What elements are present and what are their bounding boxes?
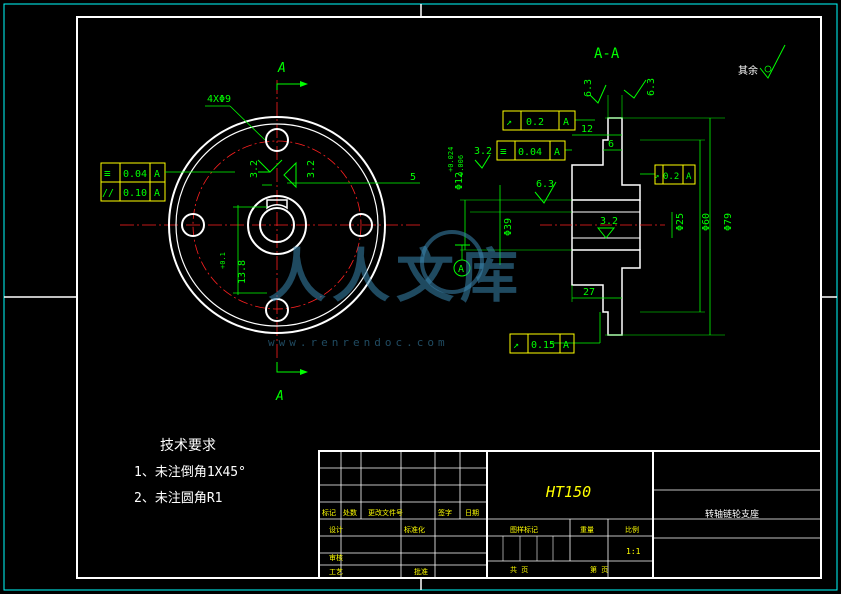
dim-w12: 12	[581, 124, 593, 135]
tolerance-frame-5	[654, 164, 696, 185]
tol-datum-6: A	[563, 340, 569, 351]
tol-datum-5: A	[686, 172, 692, 182]
roughness-front-1: 3.2	[249, 160, 260, 178]
tb-approve: 批准	[414, 567, 428, 576]
tol-value-1: 0.04	[123, 169, 147, 180]
tol-value-6: 0.15	[531, 340, 555, 351]
roughness-sec-3: 6.3	[536, 179, 554, 190]
tol-symbol-2: //	[102, 188, 114, 199]
watermark-text: 人人文库	[268, 242, 524, 310]
roughness-sec-5: 3.2	[474, 146, 492, 157]
tb-standard: 标准化	[404, 525, 425, 534]
tol-datum-1: A	[154, 169, 160, 180]
dim-w6: 6	[608, 139, 614, 150]
tol-value-2: 0.10	[123, 188, 147, 199]
section-mark-top: A	[277, 61, 286, 76]
tb-check: 审核	[329, 553, 343, 562]
hole-callout: 4XΦ9	[207, 94, 231, 105]
section-mark-bottom: A	[275, 389, 284, 404]
tech-item-2: 2、未注圆角R1	[134, 491, 222, 506]
section-title: A-A	[594, 46, 620, 62]
tol-symbol-3: ↗	[506, 117, 512, 128]
front-view	[120, 80, 420, 375]
watermark	[420, 230, 484, 294]
tb-label-count: 处数	[343, 508, 357, 517]
roughness-sec-2: 6.3	[646, 78, 657, 96]
watermark-url: www.renrendoc.com	[268, 336, 449, 349]
tech-title: 技术要求	[160, 438, 216, 454]
tol-value-5: 0.2	[663, 172, 679, 182]
tb-process: 工艺	[329, 568, 343, 576]
tol-datum-2: A	[154, 188, 160, 199]
dim-d25: Φ25	[675, 213, 686, 231]
dim-bore-tol-up: +0.024	[447, 147, 455, 172]
tb-label-change: 更改文件号	[368, 508, 403, 517]
dim-d39: Φ39	[503, 218, 514, 236]
dim-keyway-tol: +0.1	[219, 252, 227, 269]
roughness-sec-1: 6.3	[583, 79, 594, 97]
title-block	[318, 450, 822, 579]
roughness-sec-4: 3.2	[600, 216, 618, 227]
tolerance-frame-6	[509, 333, 575, 354]
tb-scale: 比例	[625, 525, 639, 534]
tb-weight: 重量	[580, 526, 594, 534]
tech-item-1: 1、未注倒角1X45°	[134, 465, 246, 480]
datum-label: A	[458, 264, 464, 275]
roughness-front-2: 3.2	[306, 160, 317, 178]
part-name: 转轴链轮支座	[705, 508, 759, 520]
tol-value-3: 0.2	[526, 117, 544, 128]
dim-d60: Φ60	[701, 213, 712, 231]
dim-bore: Φ12	[454, 172, 465, 190]
roughness-general-label: 其余	[738, 64, 758, 77]
tb-stage: 图样标记	[510, 525, 538, 534]
tolerance-frame-3	[502, 110, 576, 131]
tol-symbol-4: ≡	[500, 145, 507, 158]
tol-symbol-6: ↗	[513, 340, 519, 351]
tol-symbol-5: ↗	[654, 172, 659, 182]
tolerance-frame-4	[496, 140, 566, 161]
dim-w27: 27	[583, 287, 595, 298]
tb-design: 设计	[329, 525, 343, 534]
tb-label-mark: 标记	[322, 508, 336, 517]
tb-sheet: 共 页	[510, 565, 528, 574]
dim-five: 5	[410, 172, 416, 183]
section-view	[453, 44, 786, 344]
dim-keyway: 13.8	[237, 260, 248, 284]
tb-label-date: 日期	[465, 509, 479, 517]
tb-page: 第 页	[590, 565, 608, 574]
tol-symbol-1: ≡	[104, 167, 111, 180]
material: HT150	[545, 483, 591, 501]
tol-datum-3: A	[563, 117, 569, 128]
dim-d79: Φ79	[723, 213, 734, 231]
dim-bore-tol-low: 0.006	[457, 155, 465, 176]
tol-value-4: 0.04	[518, 147, 542, 158]
tb-label-sign: 签字	[438, 508, 452, 517]
tolerance-frame-2	[100, 181, 166, 202]
tol-datum-4: A	[554, 147, 560, 158]
tb-scale-value: 1:1	[626, 547, 641, 556]
